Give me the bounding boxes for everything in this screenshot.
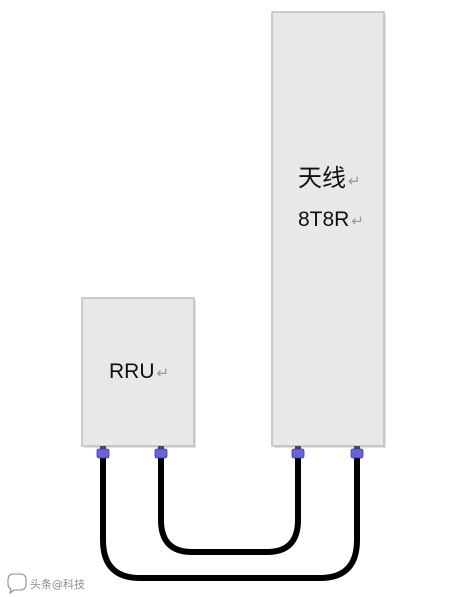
rru-label: RRU↵ [109,360,169,383]
antenna-box [271,11,386,448]
antenna-spec: 8T8R↵ [298,208,364,231]
rru-port-2-connector [154,446,168,459]
inner-cable [158,455,301,555]
watermark-logo-icon [7,573,27,595]
rru-box [81,297,196,448]
rru-port-1-connector [96,446,110,459]
watermark-text: 头条@科技 [30,577,85,591]
return-mark-icon: ↵ [348,172,361,190]
antenna-port-2-connector [350,446,364,459]
return-mark-icon: ↵ [351,212,364,230]
watermark: 头条@科技 [7,573,85,595]
outer-cable [100,455,360,581]
return-mark-icon: ↵ [157,364,170,382]
antenna-port-1-connector [291,446,305,459]
antenna-title: 天线↵ [298,164,361,192]
